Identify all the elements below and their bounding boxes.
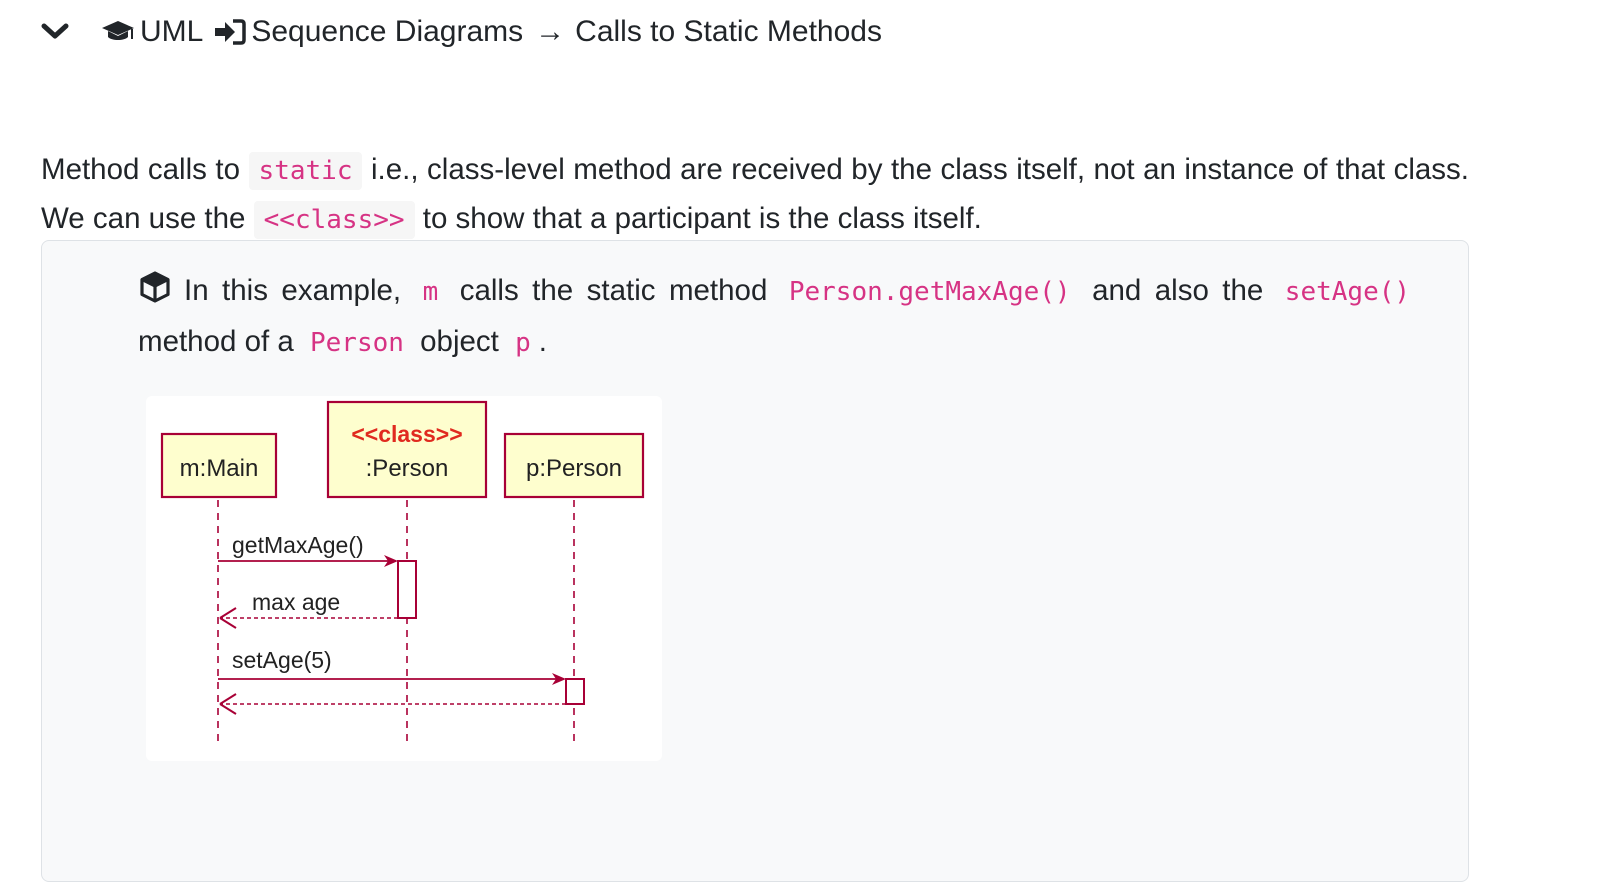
message-return-arrowhead	[219, 693, 237, 715]
code-m: m	[422, 277, 439, 307]
participant-class-person	[326, 400, 488, 499]
message-max-age-arrowhead	[219, 607, 237, 629]
example-panel: In this example, m calls the static meth…	[41, 240, 1469, 882]
example-text: .	[538, 325, 547, 358]
graduation-cap-icon	[100, 19, 136, 45]
message-max-age-label: max age	[252, 589, 340, 615]
sign-in-icon	[213, 18, 247, 46]
cube-icon	[138, 270, 172, 318]
breadcrumb-header: UML Sequence Diagrams → Calls to Static …	[40, 10, 882, 54]
code-static: static	[248, 151, 363, 190]
code-p: p	[515, 328, 531, 358]
intro-paragraph: Method calls to static i.e., class-level…	[41, 146, 1469, 244]
message-get-max-age-label: getMaxAge()	[232, 532, 364, 558]
code-class-stereotype: <<class>>	[253, 200, 415, 239]
stereotype-label: <<class>>	[351, 421, 462, 447]
intro-text: Method calls to	[41, 152, 241, 186]
message-set-age-label: setAge(5)	[232, 647, 332, 673]
code-set-age: setAge()	[1284, 277, 1411, 307]
example-text: and also the	[1092, 274, 1264, 307]
chevron-down-icon[interactable]	[40, 17, 70, 47]
breadcrumb-section[interactable]: Sequence Diagrams	[251, 15, 524, 48]
activation-p-person	[565, 678, 585, 705]
sequence-diagram: m:Main <<class>> :Person p:Person getMax…	[146, 396, 662, 761]
participant-p-person-label: p:Person	[526, 455, 622, 482]
intro-text: to show that a participant is the class …	[422, 201, 982, 235]
example-paragraph: In this example, m calls the static meth…	[138, 267, 1418, 367]
activation-class-person	[397, 560, 417, 619]
participant-p-person	[503, 432, 645, 499]
participant-main-label: m:Main	[180, 455, 259, 482]
breadcrumb-root[interactable]: UML	[140, 15, 204, 48]
example-text: In this example,	[184, 274, 402, 307]
participant-main	[160, 432, 278, 499]
code-get-max-age: Person.getMaxAge()	[788, 277, 1071, 307]
breadcrumb-separator: →	[535, 15, 566, 48]
sequence-diagram-svg: m:Main <<class>> :Person p:Person getMax…	[160, 400, 645, 744]
example-text: object	[420, 325, 499, 358]
code-person: Person	[310, 328, 404, 358]
example-text: calls the static method	[459, 274, 768, 307]
intro-text: i.e., class-level method are received by…	[41, 152, 1469, 235]
example-text: method of a	[138, 325, 294, 358]
participant-class-person-label: :Person	[366, 455, 449, 482]
page-title: Calls to Static Methods	[575, 15, 882, 48]
